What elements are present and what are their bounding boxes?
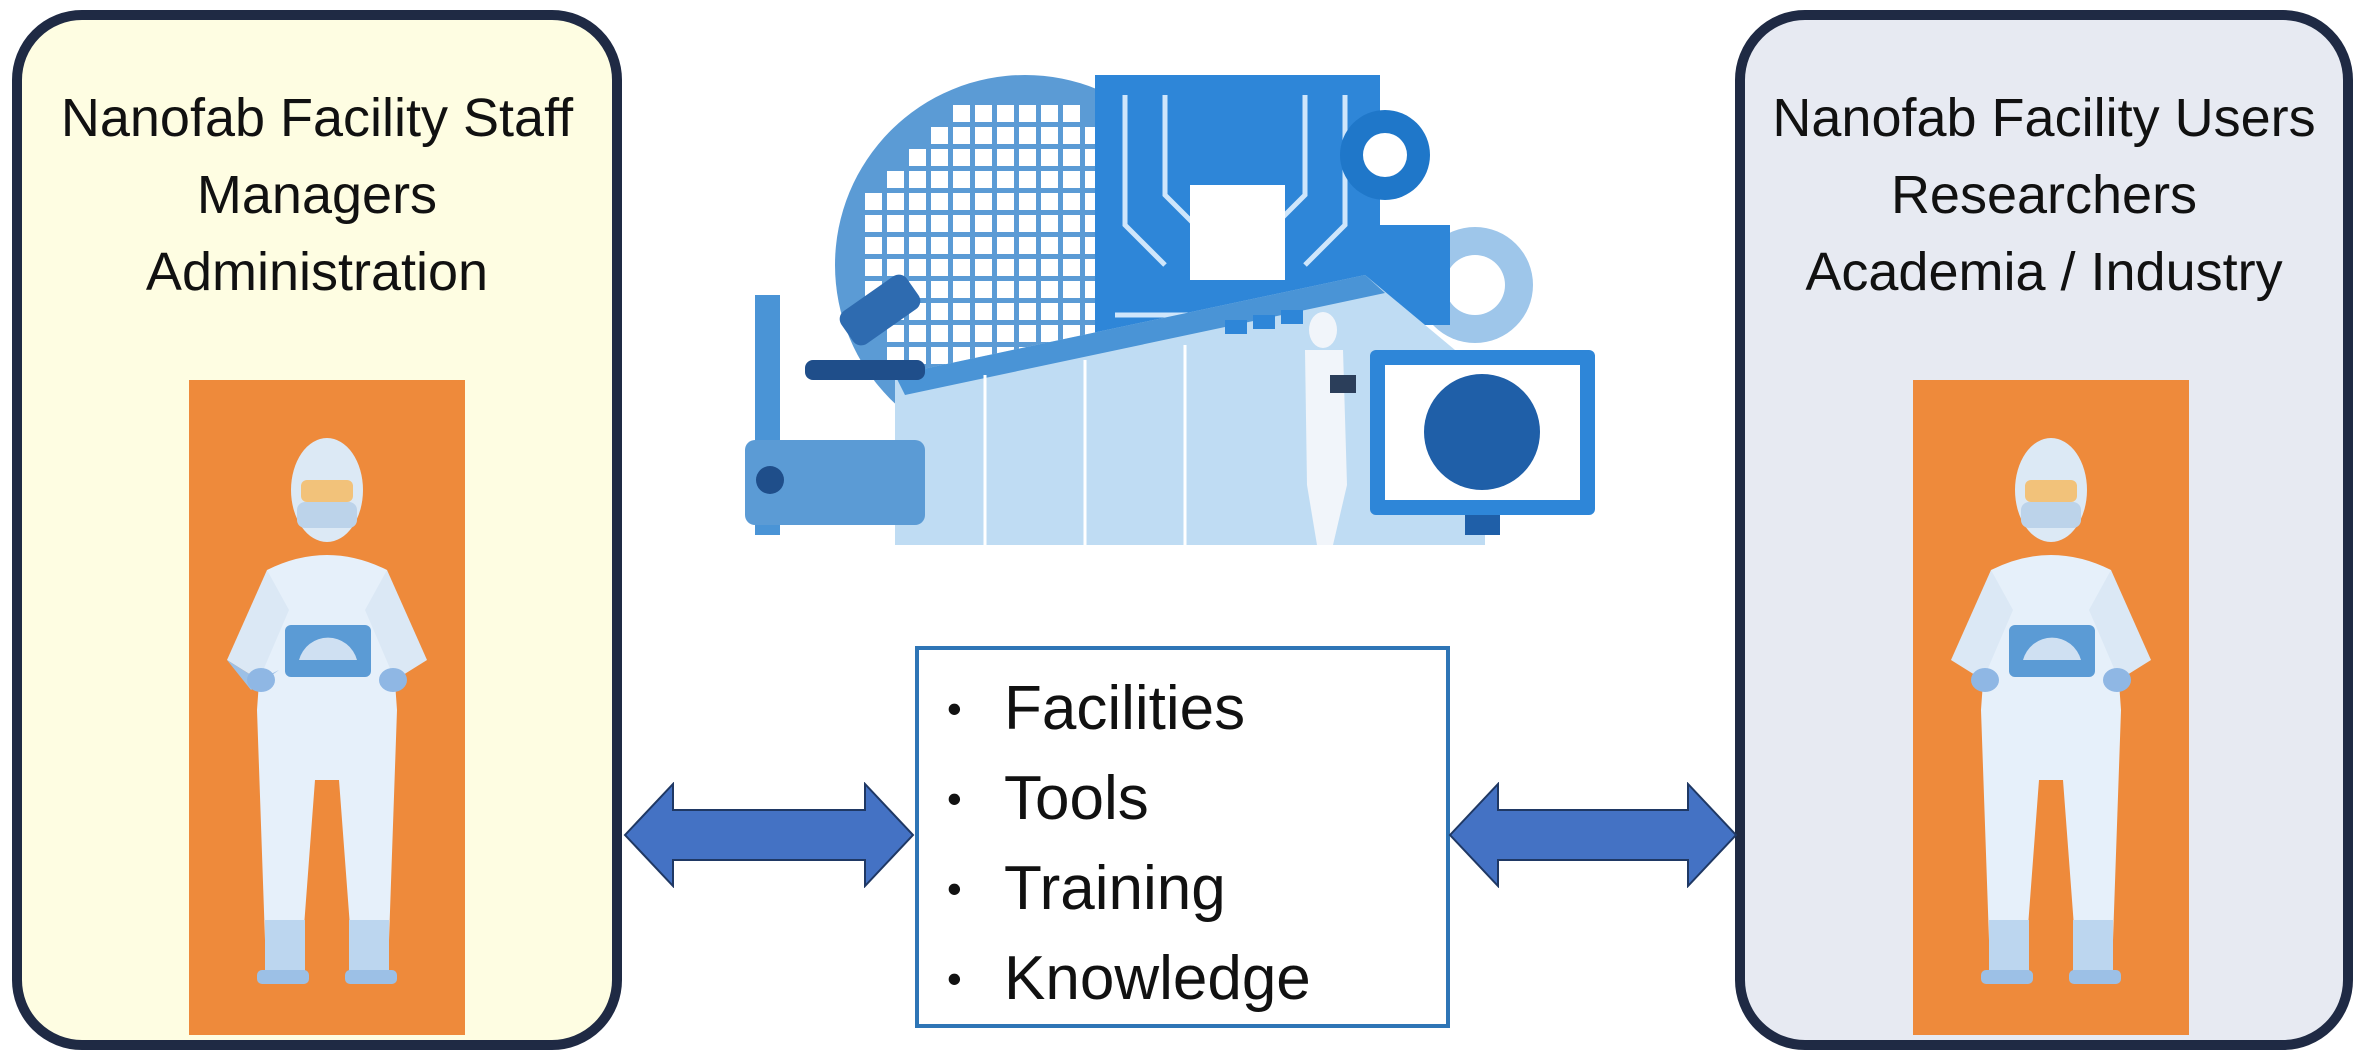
users-line-3: Academia / Industry xyxy=(1805,242,2283,302)
users-panel: Nanofab Facility Users Researchers Acade… xyxy=(1735,10,2353,1050)
bullet-icon: • xyxy=(947,775,962,822)
staff-line-3: Administration xyxy=(145,242,489,302)
right-double-arrow xyxy=(1448,782,1738,888)
list-item-label: Tools xyxy=(1004,764,1149,833)
list-item: • Tools xyxy=(919,754,1446,844)
nanofab-facility-illustration xyxy=(745,75,1595,545)
staff-panel-title: Nanofab Facility Staff Managers Administ… xyxy=(22,80,612,311)
list-item-label: Training xyxy=(1004,854,1226,923)
list-item-label: Knowledge xyxy=(1004,944,1311,1013)
bullet-icon: • xyxy=(947,865,962,912)
users-line-2: Researchers xyxy=(1890,165,2198,225)
users-line-1: Nanofab Facility Users xyxy=(1772,88,2316,148)
staff-line-1: Nanofab Facility Staff xyxy=(60,88,574,148)
cleanroom-worker-icon xyxy=(189,380,465,1035)
list-item-label: Facilities xyxy=(1004,674,1246,743)
list-item: • Facilities xyxy=(919,664,1446,754)
staff-line-2: Managers xyxy=(196,165,438,225)
bullet-icon: • xyxy=(947,955,962,1002)
list-item: • Training xyxy=(919,844,1446,934)
resources-list: • Facilities • Tools • Training • Knowle… xyxy=(919,650,1446,1024)
list-item: • Knowledge xyxy=(919,934,1446,1024)
left-double-arrow xyxy=(623,782,915,888)
resources-box: • Facilities • Tools • Training • Knowle… xyxy=(915,646,1450,1028)
bullet-icon: • xyxy=(947,685,962,732)
cleanroom-worker-icon xyxy=(1913,380,2189,1035)
staff-panel: Nanofab Facility Staff Managers Administ… xyxy=(12,10,622,1050)
users-panel-title: Nanofab Facility Users Researchers Acade… xyxy=(1745,80,2343,311)
